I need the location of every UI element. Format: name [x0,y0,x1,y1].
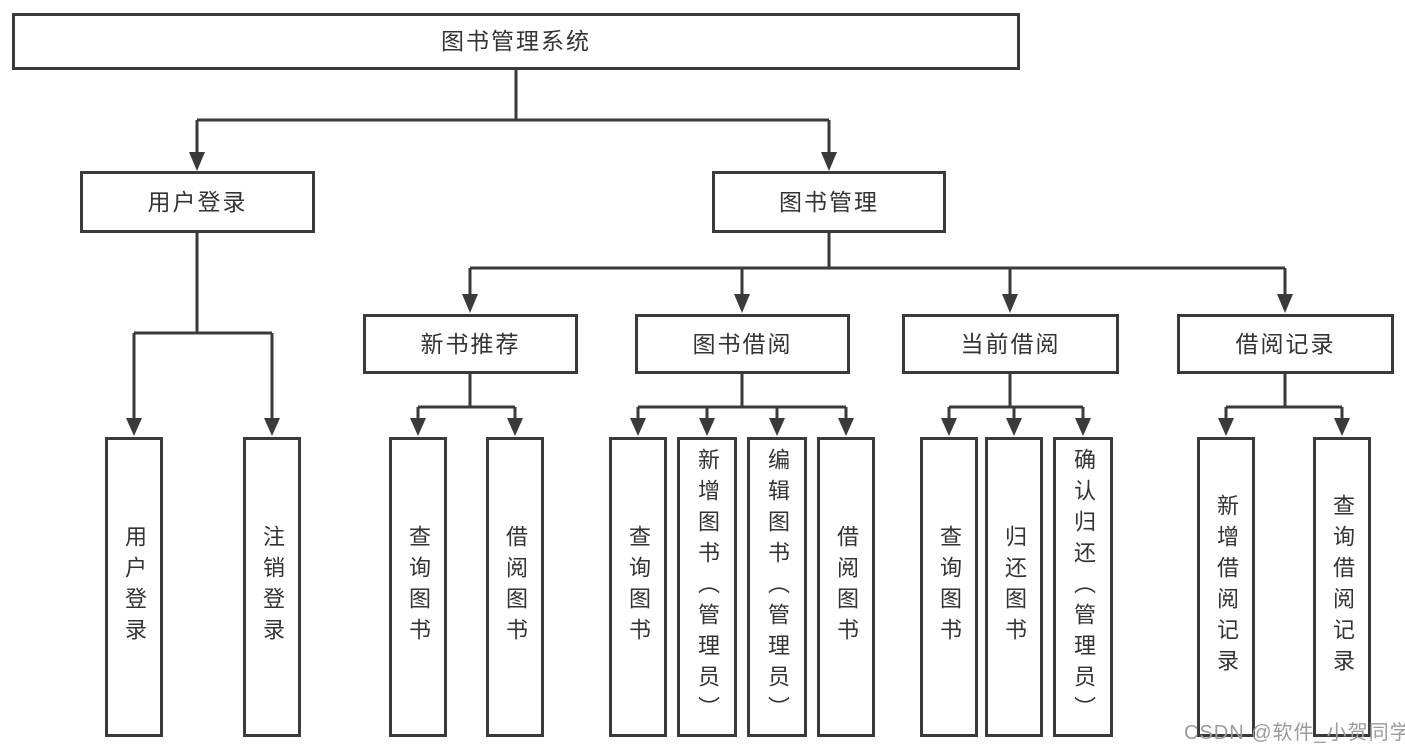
node-label: 新书推荐 [420,330,521,357]
leaf-edit-book-admin: 编辑图书（管理员） [747,437,807,737]
edges-current-borrow-children [941,374,1091,436]
leaf-label: 查询借阅记录 [1330,494,1355,680]
leaf-label: 新增图书（管理员） [695,447,720,727]
node-borrowing-records: 借阅记录 [1177,314,1394,374]
node-book-borrowing: 图书借阅 [635,314,850,374]
edges-records-children [1218,374,1350,436]
leaf-label: 注销登录 [260,525,285,649]
leaf-query-books-recommend: 查询图书 [389,437,447,737]
leaf-logout: 注销登录 [243,437,301,737]
node-user-login: 用户登录 [80,171,315,233]
leaf-label: 查询图书 [406,525,431,649]
node-label: 图书管理系统 [441,28,591,54]
node-new-book-recommendation: 新书推荐 [363,314,578,374]
node-book-management: 图书管理 [712,171,946,233]
leaf-add-borrow-record: 新增借阅记录 [1197,437,1255,737]
leaf-label: 借阅图书 [834,525,859,649]
leaf-label: 查询图书 [626,525,651,649]
node-label: 当前借阅 [960,330,1061,357]
node-current-borrowing: 当前借阅 [902,314,1119,374]
leaf-label: 编辑图书（管理员） [765,447,790,727]
leaf-query-books-current: 查询图书 [920,437,978,737]
node-library-management-system: 图书管理系统 [12,13,1020,70]
watermark-text: CSDN @软件_小贺同学 [1184,722,1405,744]
leaf-label: 归还图书 [1002,525,1027,649]
edges-book-borrow-children [630,374,854,436]
leaf-confirm-return-admin: 确认归还（管理员） [1053,437,1113,737]
node-label: 用户登录 [147,188,248,215]
leaf-query-books-borrowing: 查询图书 [609,437,667,737]
leaf-add-book-admin: 新增图书（管理员） [677,437,737,737]
leaf-label: 借阅图书 [503,525,528,649]
leaf-label: 新增借阅记录 [1214,494,1239,680]
leaf-user-login: 用户登录 [105,437,163,737]
edges-book-management-to-level3 [462,233,1293,313]
leaf-label: 查询图书 [937,525,962,649]
node-label: 图书借阅 [692,330,793,357]
leaf-borrow-books-recommend: 借阅图书 [486,437,544,737]
leaf-return-books: 归还图书 [985,437,1043,737]
edges-user-login-children [126,233,280,436]
leaf-borrow-books: 借阅图书 [817,437,875,737]
edges-root-to-level2 [189,70,837,171]
leaf-label: 用户登录 [122,525,147,649]
leaf-query-borrow-record: 查询借阅记录 [1313,437,1371,737]
node-label: 借阅记录 [1235,330,1336,357]
edges-new-book-children [410,374,523,436]
node-label: 图书管理 [779,188,879,215]
leaf-label: 确认归还（管理员） [1071,447,1096,727]
